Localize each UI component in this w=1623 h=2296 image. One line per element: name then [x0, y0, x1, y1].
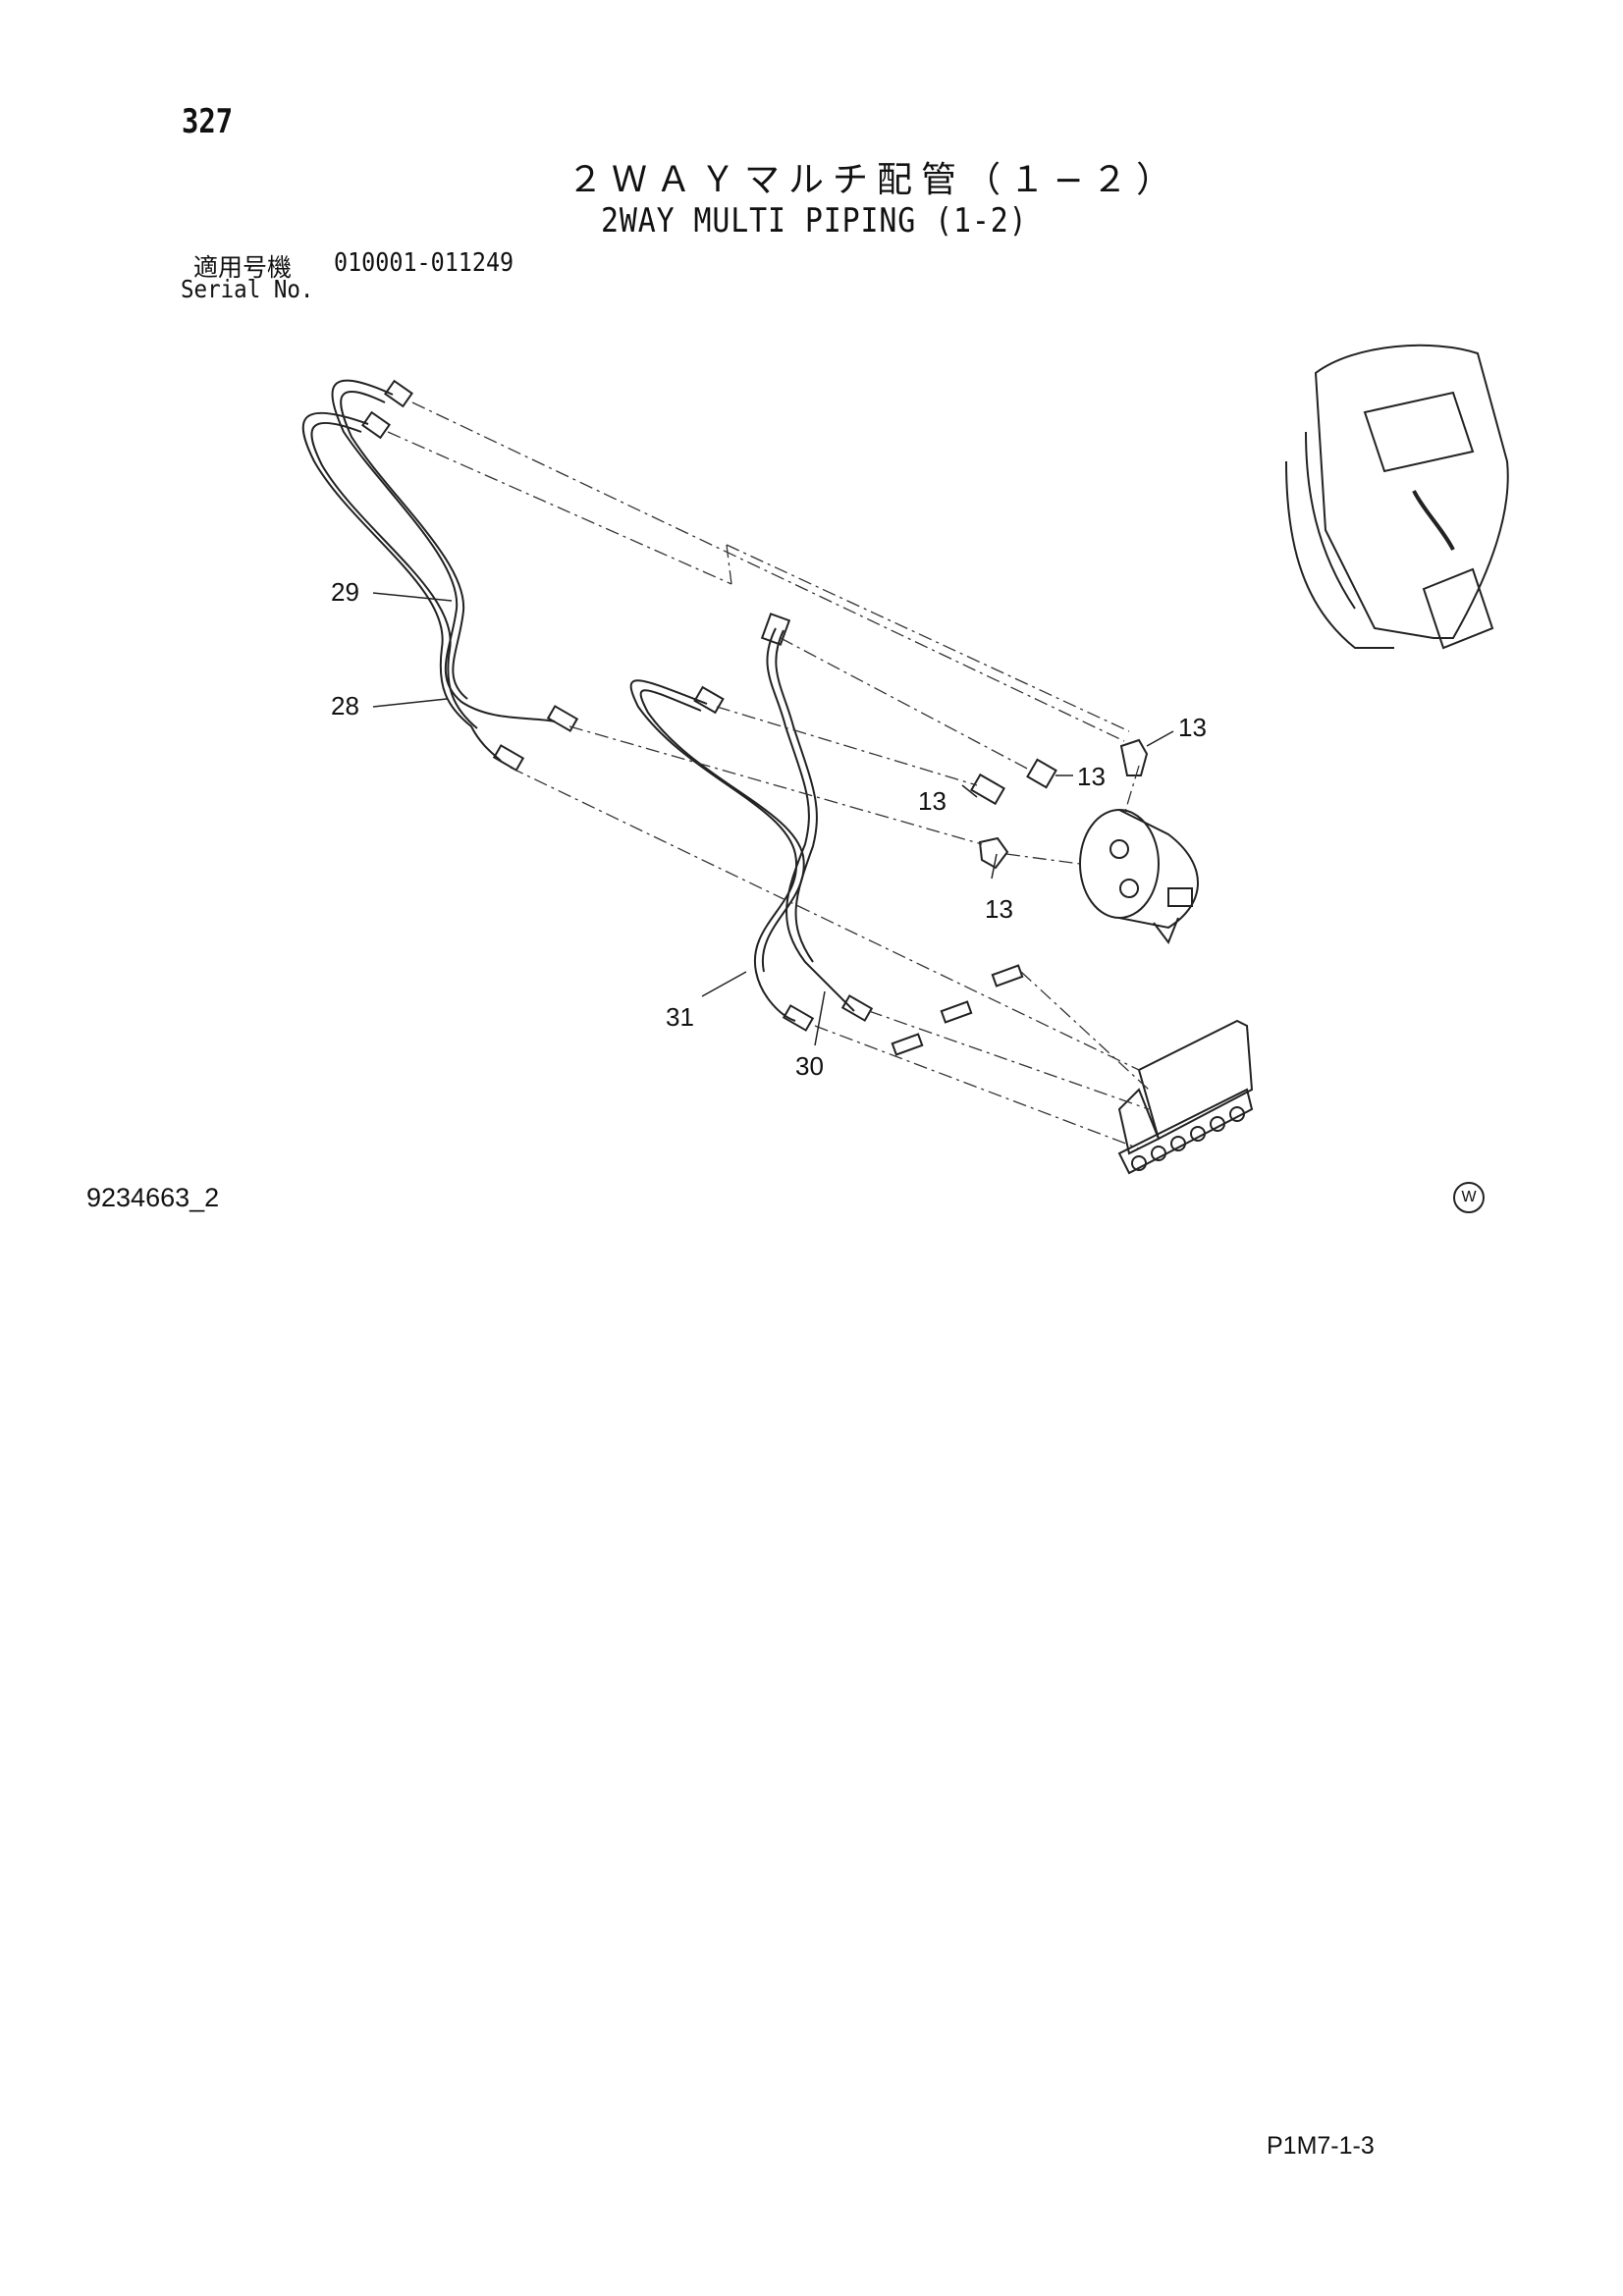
manifold-bracket [1137, 1019, 1254, 1141]
adapter-13-d [978, 836, 1009, 870]
manifold-base [1117, 1088, 1254, 1175]
hose-29 [331, 379, 556, 722]
page-title-jp: ２ＷＡＹマルチ配管（１−２） [568, 160, 1181, 200]
rotary-port-1 [1109, 839, 1129, 859]
callout-31: 31 [666, 1002, 694, 1032]
fitting-30-top [760, 613, 791, 646]
callout-28: 28 [331, 691, 359, 721]
callout-29: 29 [331, 577, 359, 607]
fitting-28-end [546, 705, 579, 732]
hose-30-inner [775, 629, 818, 963]
adapter-m-1 [991, 964, 1024, 988]
hose-29-inner [340, 391, 468, 700]
adapter-13-a [970, 773, 1005, 806]
parts-diagram: 29 28 13 13 13 13 31 30 [301, 344, 1509, 1175]
rotary-joint-face [1079, 809, 1160, 919]
fitting-top-2 [361, 410, 391, 440]
hose-28 [301, 411, 502, 762]
serial-label-en: Serial No. [181, 275, 314, 303]
page-code: P1M7-1-3 [1267, 2132, 1375, 2160]
hose-30 [766, 627, 855, 1012]
adapter-13-c [1119, 738, 1149, 776]
page-title-en: 2WAY MULTI PIPING (1-2) [601, 201, 1028, 240]
callout-13-a: 13 [1178, 713, 1207, 742]
callout-30: 30 [795, 1051, 824, 1081]
circled-w-mark: W [1453, 1182, 1485, 1213]
hose-28-inner [310, 421, 478, 729]
adapter-m-2 [940, 1000, 973, 1024]
callout-13-c: 13 [918, 786, 947, 816]
hose-31-inner [639, 689, 805, 973]
manifold-ports [1131, 1106, 1245, 1171]
page-number: 327 [182, 102, 234, 141]
rotary-joint-body [1118, 809, 1199, 930]
fitting-top-1 [384, 379, 413, 408]
manifold-block [1117, 1088, 1161, 1155]
serial-label-jp: 適用号機 [193, 253, 293, 282]
rotary-handle [1153, 917, 1179, 945]
fitting-31-end [782, 1004, 815, 1032]
drawing-number: 9234663_2 [86, 1183, 220, 1212]
fitting-31-top [693, 685, 725, 715]
machine-reference-image [1285, 344, 1509, 650]
callout-13-d: 13 [985, 894, 1013, 924]
fitting-29-end [492, 744, 525, 772]
adapter-m-3 [891, 1033, 924, 1056]
serial-range: 010001-011249 [334, 248, 514, 278]
hose-31 [629, 679, 798, 1022]
fitting-30-end [840, 994, 874, 1022]
adapter-13-b [1026, 758, 1057, 789]
rotary-port-2 [1119, 879, 1139, 898]
callout-13-b: 13 [1077, 762, 1106, 791]
rotary-shaft [1167, 887, 1193, 907]
